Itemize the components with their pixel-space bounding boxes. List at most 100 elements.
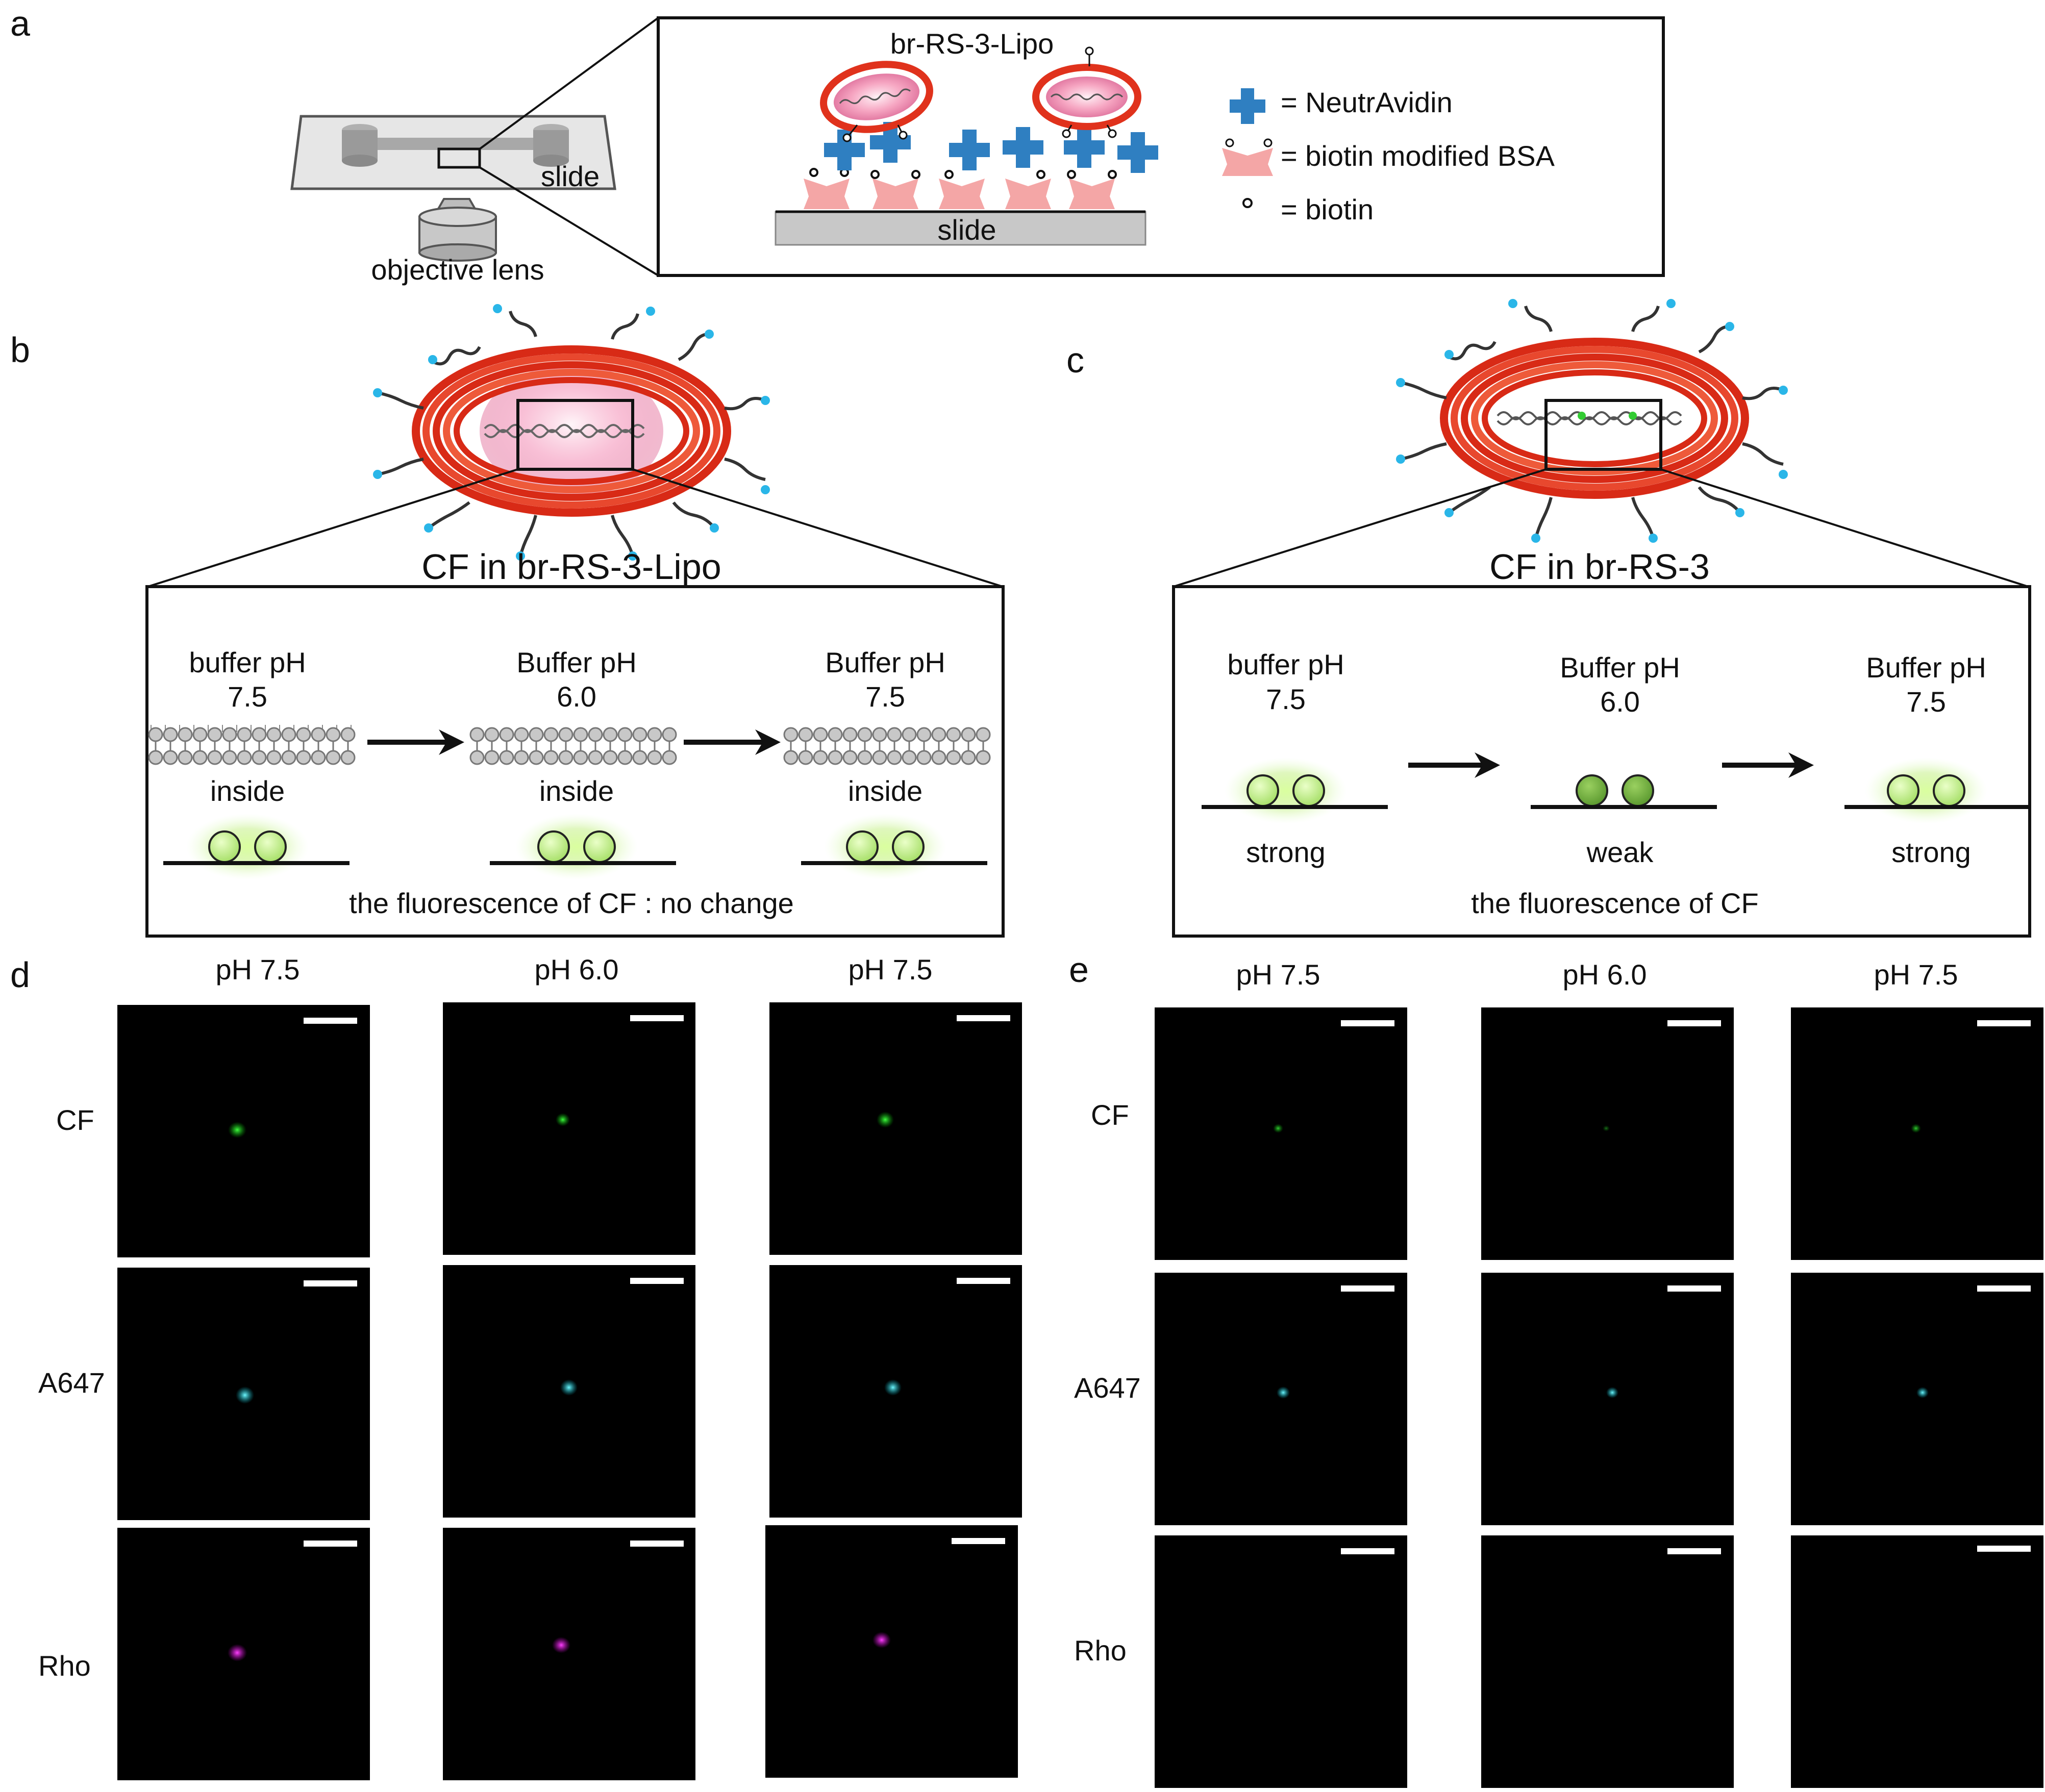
step-buffer-label: Buffer pH [516,646,637,678]
legend-bsa-text: = biotin modified BSA [1281,140,1555,172]
micrograph-e-cf-2 [1481,1007,1734,1260]
br-rs3-ring [1440,338,1749,499]
lipid-bilayer [469,727,677,765]
zoom-box-c [1544,399,1662,471]
step-ph-label: 7.5 [1906,686,1946,718]
panel-e-row-a647: A647 [1074,1372,1141,1404]
panel-b-step-2: Buffer pH 6.0 inside [469,646,677,880]
micrograph-e-a647-3 [1791,1273,2043,1525]
panel-e-row-rho: Rho [1074,1634,1127,1667]
strength-label: strong [1891,836,1971,868]
inside-label: inside [848,775,922,807]
br-rs3-lipo-ring [412,345,731,517]
step-buffer-label: Buffer pH [1866,651,1986,684]
step-buffer-label: Buffer pH [1560,651,1680,684]
lipid-bilayer [148,725,357,765]
inside-label: inside [539,775,614,807]
liposome-tethers [842,46,1117,142]
legend-neutravidin-text: = NeutrAvidin [1281,86,1453,118]
panel-b-title: CF in br-RS-3-Lipo [421,547,721,587]
panel-d-images [117,1002,1022,1780]
panel-b-box [145,585,1005,938]
panel-e-row-cf: CF [1091,1099,1129,1131]
step-ph-label: 7.5 [865,680,905,713]
step-ph-label: 7.5 [228,680,267,713]
panel-b-step-1: buffer pH 7.5 inside [148,646,357,880]
ring-strand-tips-b [373,304,770,561]
strength-label: strong [1246,836,1326,868]
micrograph-e-cf-3 [1791,1007,2043,1260]
micrograph-d-a647-3 [769,1265,1022,1518]
inside-label: inside [210,775,285,807]
micrograph-e-rho-3 [1791,1535,2043,1788]
neutravidin-icon [1230,88,1265,124]
panel-letter-e: e [1069,950,1089,990]
panel-d-row-cf: CF [56,1104,94,1136]
bsa-icon [1222,148,1273,176]
ring-strands-c [1400,306,1784,539]
ring-strand-tips-c [1396,299,1788,543]
small-liposome-2 [1032,64,1141,130]
zoom-box [437,147,481,169]
micrograph-e-a647-1 [1155,1273,1407,1525]
panel-letter-b: b [10,330,30,370]
panel-e-col-2: pH 6.0 [1563,958,1647,991]
panel-letter-a: a [10,4,30,43]
panel-d-col-1: pH 7.5 [216,953,300,986]
panel-e-images [1155,1007,2043,1788]
micrograph-e-cf-1 [1155,1007,1407,1260]
panel-b-caption: the fluorescence of CF : no change [349,887,794,919]
panel-e-col-3: pH 7.5 [1874,958,1958,991]
micrograph-e-rho-2 [1481,1535,1734,1788]
step-ph-label: 7.5 [1266,683,1306,715]
panel-c-step-1: buffer pH 7.5 strong [1202,648,1388,868]
micrograph-d-cf-3 [769,1002,1022,1255]
lipid-bilayer [783,727,991,765]
micrograph-d-a647-2 [443,1265,695,1518]
objective-lens-label: objective lens [371,254,544,286]
legend-biotin-text: = biotin [1281,193,1374,225]
step-buffer-label: Buffer pH [825,646,945,678]
slide-illustration: slide objective lens [290,17,659,286]
zoom-box-b [516,399,634,471]
strength-label: weak [1586,836,1654,868]
step-buffer-label: buffer pH [189,646,306,678]
step-buffer-label: buffer pH [1227,648,1344,680]
panel-d-col-2: pH 6.0 [535,953,619,986]
panel-a-zoom-frame [657,16,1665,277]
panel-d-row-rho: Rho [38,1650,91,1682]
panel-c-title: CF in br-RS-3 [1489,547,1710,587]
surface-slide-label: slide [937,214,996,246]
legend-neutravidin: = NeutrAvidin [1230,86,1453,124]
panel-c-step-2: Buffer pH 6.0 weak [1531,651,1717,868]
surface-slide [775,211,1146,246]
micrograph-e-rho-1 [1155,1535,1407,1788]
panel-letter-c: c [1066,340,1084,380]
legend-bsa: = biotin modified BSA [1222,138,1555,176]
panel-d-col-3: pH 7.5 [849,953,933,986]
panel-b-step-3: Buffer pH 7.5 inside [783,646,991,880]
panel-c-box [1172,585,2031,938]
micrograph-d-cf-2 [443,1002,695,1255]
micrograph-d-rho-2 [443,1528,695,1780]
micrograph-d-rho-1 [117,1528,370,1780]
panel-d-row-a647: A647 [38,1367,105,1399]
slide-label: slide [541,160,600,192]
bsa-blocks [804,179,1115,209]
panel-c-caption: the fluorescence of CF [1471,887,1758,919]
neutravidin-crosses [824,122,1158,173]
small-liposome-1 [820,61,933,133]
panel-c-step-3: Buffer pH 7.5 strong [1844,651,2028,868]
ring-strands-b [377,311,766,557]
step-ph-label: 6.0 [1600,686,1640,718]
micrograph-d-a647-1 [117,1268,370,1520]
micrograph-d-cf-1 [117,1005,370,1257]
panel-e-col-1: pH 7.5 [1236,958,1320,991]
objective-lens-icon [418,198,497,262]
biotin-dots [809,168,1117,179]
liposome-label: br-RS-3-Lipo [890,28,1054,60]
biotin-icon [1242,198,1253,208]
step-ph-label: 6.0 [557,680,596,713]
